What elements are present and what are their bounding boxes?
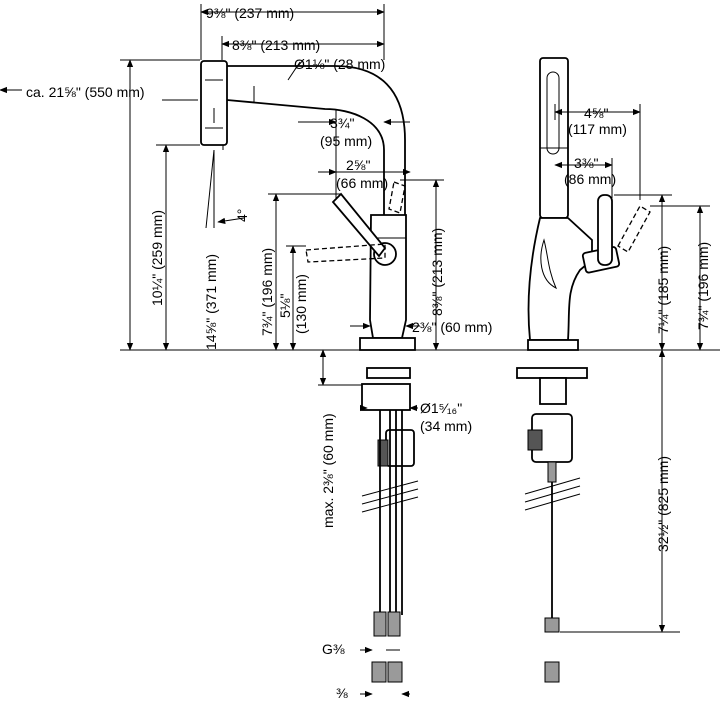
dim-side-depth: 4⅝": [584, 105, 608, 121]
dim-hole-diameter-mm: (34 mm): [420, 418, 472, 434]
dim-side-lever-height: 7¼" (185 mm): [655, 246, 671, 334]
dim-body-height: 5⅛": [277, 294, 293, 318]
dim-top-width: 9⅜" (237 mm): [206, 5, 294, 21]
faucet-body: [369, 214, 407, 339]
dim-total-height: 14⅝" (371 mm): [203, 254, 219, 350]
dim-side-lever-top: 7¾" (196 mm): [695, 242, 711, 330]
dim-spout-reach: 8⅜" (213 mm): [232, 37, 320, 53]
dim-lever-width-mm: (66 mm): [336, 175, 388, 191]
side-lever: [597, 194, 613, 266]
dim-connector-label: ⅜: [336, 685, 348, 701]
dim-spray-angle: 4°: [234, 209, 250, 222]
dim-lever-height: 7¾" (196 mm): [259, 248, 275, 336]
dim-base-diameter: 2⅜" (60 mm): [412, 319, 492, 335]
dim-thread-label: G⅜: [322, 641, 345, 657]
dim-handle-offset-mm: (95 mm): [320, 133, 372, 149]
front-view: [0, 4, 720, 698]
spray-head: [200, 60, 228, 150]
dim-side-lever-reach: 3⅜": [574, 155, 598, 171]
dim-hole-diameter: Ø1⁵⁄₁₆": [420, 400, 462, 416]
side-view: [516, 57, 710, 683]
dim-body-height-mm: (130 mm): [293, 274, 309, 334]
side-body: [527, 217, 593, 341]
dim-side-depth-mm: (117 mm): [568, 121, 627, 137]
side-spout: [539, 57, 569, 219]
dim-side-lever-reach-mm: (86 mm): [564, 171, 616, 187]
dim-hose-length: 32½" (825 mm): [655, 456, 671, 552]
dim-spout-height: 10¼" (259 mm): [149, 210, 165, 306]
dim-handle-offset: 3¾": [330, 115, 354, 131]
dim-max-deck: max. 2⅜" (60 mm): [320, 413, 336, 528]
dim-lever-width: 2⅝": [346, 157, 370, 173]
dim-lever-top-height: 8⅜" (213 mm): [429, 228, 445, 316]
dim-spout-diameter: Ø1⅛" (28 mm): [294, 56, 385, 72]
dim-hose-extension: ca. 21⅝" (550 mm): [26, 84, 145, 100]
